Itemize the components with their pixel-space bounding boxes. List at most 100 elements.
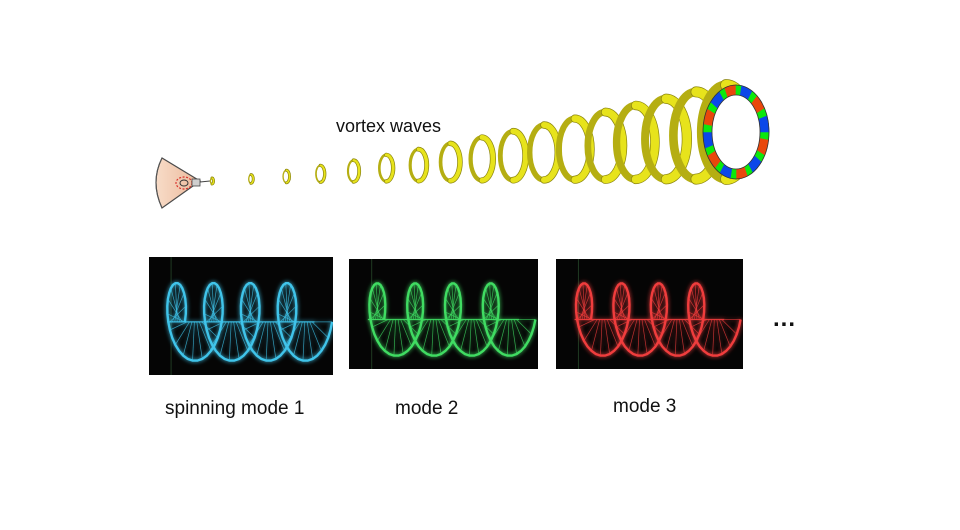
helix-spoke xyxy=(718,319,731,347)
helix-spoke xyxy=(309,321,322,351)
helix-turn-back xyxy=(641,94,670,184)
helix-turn-back xyxy=(408,147,421,183)
helix-turn-front xyxy=(448,141,462,183)
helix-spoke xyxy=(616,287,625,320)
helix-spoke xyxy=(460,319,470,352)
helix-spoke xyxy=(578,287,588,320)
helix-spoke xyxy=(270,321,277,359)
helix-spoke xyxy=(167,313,185,323)
helix-spoke xyxy=(486,292,498,320)
helix-spoke xyxy=(256,321,266,356)
helix-spoke xyxy=(600,319,603,356)
helix-spoke xyxy=(650,311,668,320)
helix-spoke xyxy=(473,319,480,355)
helix-spoke xyxy=(694,284,700,320)
helix-spoke xyxy=(204,313,222,323)
helix-turn-front xyxy=(319,164,326,184)
phase-ring-icon xyxy=(702,84,770,180)
helix-curve xyxy=(574,282,742,357)
helix-spoke xyxy=(613,311,630,320)
helix-turn-back xyxy=(346,159,355,183)
helix-spoke xyxy=(654,292,666,320)
helix-spoke xyxy=(407,297,422,320)
helix-spoke xyxy=(229,321,232,361)
helix-spoke xyxy=(691,292,704,320)
helix-spoke xyxy=(721,319,737,335)
helix-spoke xyxy=(413,283,417,320)
helix-turn-front xyxy=(416,147,429,183)
helix-spoke xyxy=(656,284,663,320)
helix-spoke xyxy=(407,311,424,320)
vortex-beam-illustration xyxy=(155,79,770,209)
helix-spoke xyxy=(409,319,427,328)
helix-spoke xyxy=(576,311,593,320)
helix-turn-front xyxy=(352,159,361,184)
helix-spoke xyxy=(469,319,472,356)
helix-spoke xyxy=(438,319,450,347)
helix-spoke xyxy=(272,321,285,351)
helix-turn-back xyxy=(497,128,516,183)
helix-spoke xyxy=(516,319,532,335)
helix-spoke xyxy=(375,284,381,320)
helix-spoke xyxy=(445,297,459,320)
helix-turn-front xyxy=(211,177,215,185)
helix-spoke xyxy=(613,297,628,320)
helix-spoke xyxy=(235,321,249,351)
helix-spoke xyxy=(690,319,707,328)
helix-spoke xyxy=(409,287,419,320)
helix-spoke xyxy=(174,284,181,322)
helix-spoke xyxy=(302,321,306,361)
helix-turn-back xyxy=(584,108,609,183)
helix-spoke xyxy=(167,298,183,323)
ring-segment xyxy=(702,131,713,141)
helix-turn-front xyxy=(479,135,496,183)
helix-spoke xyxy=(306,321,314,359)
mode-2-caption: mode 2 xyxy=(395,398,459,419)
helix-turn-front xyxy=(384,153,395,183)
helix-spoke xyxy=(679,319,685,355)
helix-spoke xyxy=(716,319,723,355)
helix-turn-back xyxy=(438,141,453,183)
helix-spoke xyxy=(397,319,404,355)
helix-spoke xyxy=(233,321,240,359)
helix-spoke xyxy=(619,284,625,320)
helix-spoke xyxy=(278,298,293,323)
helix-spoke xyxy=(248,284,255,322)
helix-spoke xyxy=(431,319,434,356)
helix-spoke xyxy=(371,319,389,328)
helix-turn-back xyxy=(315,164,322,184)
helix-spoke xyxy=(665,319,675,352)
helix-spoke xyxy=(369,297,384,320)
helix-spoke xyxy=(219,321,230,356)
helix-spoke xyxy=(447,287,457,320)
helix-spoke xyxy=(240,313,259,323)
helix-turn-back xyxy=(555,115,578,183)
helix-turn-front xyxy=(601,108,627,184)
helix-turn-back xyxy=(468,135,484,183)
helix-spoke xyxy=(582,283,586,320)
ring-outer-edge xyxy=(702,84,770,180)
mode-3-caption: mode 3 xyxy=(613,396,677,417)
helix-spoke xyxy=(201,321,219,338)
helix-spoke xyxy=(372,292,385,320)
helix-spoke xyxy=(681,319,694,347)
helix-spoke xyxy=(169,321,188,331)
helix-spoke xyxy=(653,319,670,328)
helix-spoke xyxy=(482,311,500,320)
helix-spoke xyxy=(450,284,457,320)
helix-spoke xyxy=(447,319,464,328)
helix-spoke xyxy=(688,297,703,320)
helix-spoke xyxy=(576,297,590,320)
helix-spoke xyxy=(497,319,507,352)
mode-1-image xyxy=(149,257,333,375)
helix-spoke xyxy=(175,283,178,322)
helix-spoke xyxy=(369,311,386,320)
mode-3-image xyxy=(556,259,743,369)
helix-spoke xyxy=(412,284,419,320)
mode-1-caption: spinning mode 1 xyxy=(165,398,305,419)
helix-spoke xyxy=(674,319,678,356)
helix-spoke xyxy=(311,321,329,338)
helix-spoke xyxy=(616,292,629,320)
helix-spoke xyxy=(644,319,656,347)
helix-spoke xyxy=(657,283,660,320)
